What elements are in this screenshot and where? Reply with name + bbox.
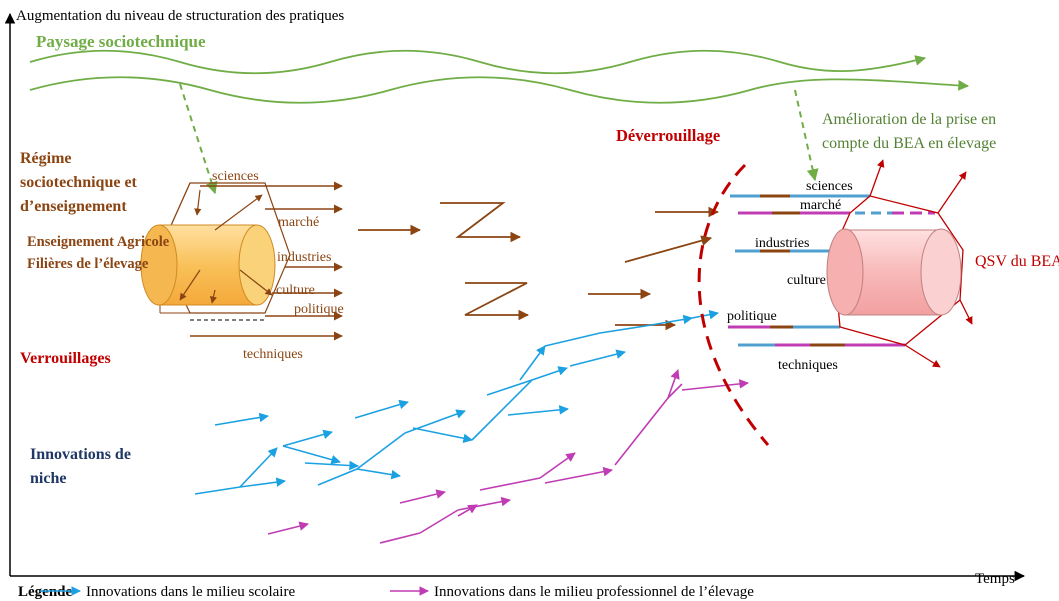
regime-dim-politique: politique xyxy=(294,302,344,317)
outcome-dim-techniques: techniques xyxy=(778,358,838,373)
landscape-wave-2 xyxy=(29,76,970,104)
regime-cylinder xyxy=(140,224,276,306)
landscape-label: Paysage sociotechnique xyxy=(36,32,206,51)
outcome-label-line2: compte du BEA en élevage xyxy=(822,135,996,152)
legend-school-label: Innovations dans le milieu scolaire xyxy=(86,584,295,600)
transition-arrow-4 xyxy=(624,235,713,263)
niche-label-line2: niche xyxy=(30,470,66,487)
outcome-dim-marche: marché xyxy=(800,198,841,213)
outcome-dim-politique: politique xyxy=(727,309,777,324)
qsv-cylinder xyxy=(826,228,962,316)
outcome-dimension-bars xyxy=(728,194,935,347)
regime-label-line2: sociotechnique et xyxy=(20,174,138,191)
outcome-label-line1: Amélioration de la prise en xyxy=(822,111,996,128)
landscape-pressure-arrow-1 xyxy=(179,83,218,195)
regime-dim-marche: marché xyxy=(278,215,319,230)
prism-inner-arrow-4 xyxy=(239,269,273,296)
legend-professional-label: Innovations dans le milieu professionnel… xyxy=(434,584,754,600)
professional-innovation-arrows xyxy=(267,369,749,544)
regime-box-line2: Filières de l’élevage xyxy=(27,256,149,272)
niche-label-line1: Innovations de xyxy=(30,446,131,463)
school-innovation-arrows xyxy=(194,309,719,495)
legend-title: Légende xyxy=(18,584,73,600)
transition-zigzag-2 xyxy=(464,282,530,321)
prism-inner-arrow-1 xyxy=(194,189,202,216)
regime-label-line1: Régime xyxy=(20,150,72,167)
transition-zigzag-1 xyxy=(440,202,522,243)
x-axis-label: Temps xyxy=(975,571,1015,587)
regime-dim-culture: culture xyxy=(276,283,315,298)
regime-box-line1: Enseignement Agricole xyxy=(27,234,170,250)
outcome-outward-arrows xyxy=(869,159,973,368)
landscape-pressure-arrow-2 xyxy=(794,89,819,182)
prism-inner-arrow-2 xyxy=(214,194,263,231)
qsv-label: QSV du BEA xyxy=(975,253,1059,270)
outcome-dim-sciences: sciences xyxy=(806,179,853,194)
prism-inner-arrow-3 xyxy=(179,269,201,301)
landscape-wave-1 xyxy=(29,49,927,75)
unlocking-arc xyxy=(697,163,770,446)
prism-inner-arrow-5 xyxy=(209,289,217,304)
regime-dim-techniques: techniques xyxy=(243,347,303,362)
y-axis-label: Augmentation du niveau de structuration … xyxy=(16,8,344,24)
outcome-dim-culture: culture xyxy=(787,273,826,288)
regime-label-line3: d’enseignement xyxy=(20,198,127,215)
regime-dim-industries: industries xyxy=(277,250,331,265)
lock-ins-label: Verrouillages xyxy=(20,350,111,367)
regime-dim-sciences: sciences xyxy=(212,169,259,184)
outcome-dim-industries: industries xyxy=(755,236,809,251)
unlocking-label: Déverrouillage xyxy=(616,126,720,145)
